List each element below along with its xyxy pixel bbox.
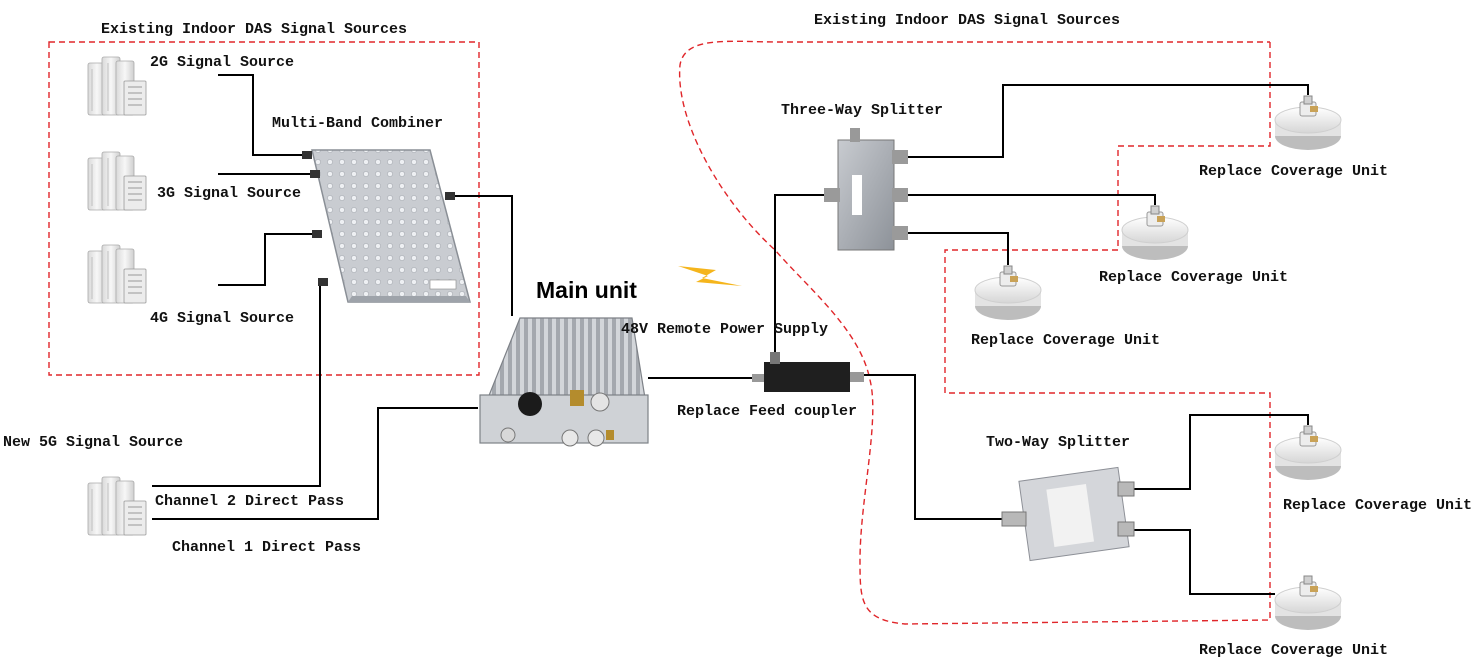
source-3g-label: 3G Signal Source [157, 185, 301, 202]
coverage-antenna-icon-1 [1274, 95, 1342, 151]
base-station-2g-icon [87, 56, 147, 116]
wireless-bolt-icon [678, 266, 742, 286]
multi-band-combiner-icon [302, 149, 471, 303]
channel2-label: Channel 2 Direct Pass [155, 493, 344, 510]
feed-coupler-icon [752, 352, 864, 392]
coverage-antenna-icon-4 [1274, 425, 1342, 481]
cable-channel1 [152, 407, 478, 520]
combiner-label: Multi-Band Combiner [272, 115, 443, 132]
left-das-boundary [48, 41, 480, 376]
cable-2g [218, 74, 308, 156]
cable-4g [218, 233, 316, 286]
main-unit-icon [479, 317, 649, 447]
base-station-4g-icon [87, 244, 147, 304]
cable-threeway-cov1 [903, 84, 1309, 158]
two-way-label: Two-Way Splitter [986, 434, 1130, 451]
coupler-label: Replace Feed coupler [677, 403, 857, 420]
cable-combiner-main [452, 195, 513, 316]
cable-channel2 [152, 284, 321, 487]
coverage-label-4: Replace Coverage Unit [1283, 497, 1472, 514]
base-station-3g-icon [87, 151, 147, 211]
three-way-label: Three-Way Splitter [781, 102, 943, 119]
coverage-antenna-icon-3 [974, 265, 1042, 321]
left-region-label: Existing Indoor DAS Signal Sources [101, 21, 407, 38]
base-station-5g-icon [87, 476, 147, 536]
cable-coupler-twoway [852, 374, 1005, 520]
coverage-antenna-icon-2 [1121, 205, 1189, 261]
right-das-boundary [678, 40, 1271, 625]
cable-twoway-cov5 [1131, 529, 1275, 595]
power-label: 48V Remote Power Supply [621, 321, 828, 338]
cable-twoway-cov4 [1131, 414, 1309, 490]
coverage-label-3: Replace Coverage Unit [971, 332, 1160, 349]
main-unit-label: Main unit [536, 277, 637, 303]
source-4g-label: 4G Signal Source [150, 310, 294, 327]
source-2g-label: 2G Signal Source [150, 54, 294, 71]
coverage-label-5: Replace Coverage Unit [1199, 642, 1388, 659]
two-way-splitter-icon [1001, 466, 1135, 562]
coverage-label-1: Replace Coverage Unit [1199, 163, 1388, 180]
source-5g-label: New 5G Signal Source [3, 434, 183, 451]
right-region-label: Existing Indoor DAS Signal Sources [814, 12, 1120, 29]
cable-coupler-threeway [774, 194, 832, 356]
cable-threeway-cov3 [903, 232, 1009, 265]
coverage-antenna-icon-5 [1274, 575, 1342, 631]
cable-threeway-cov2 [903, 194, 1156, 205]
three-way-splitter-icon [824, 128, 908, 251]
channel1-label: Channel 1 Direct Pass [172, 539, 361, 556]
coverage-label-2: Replace Coverage Unit [1099, 269, 1288, 286]
